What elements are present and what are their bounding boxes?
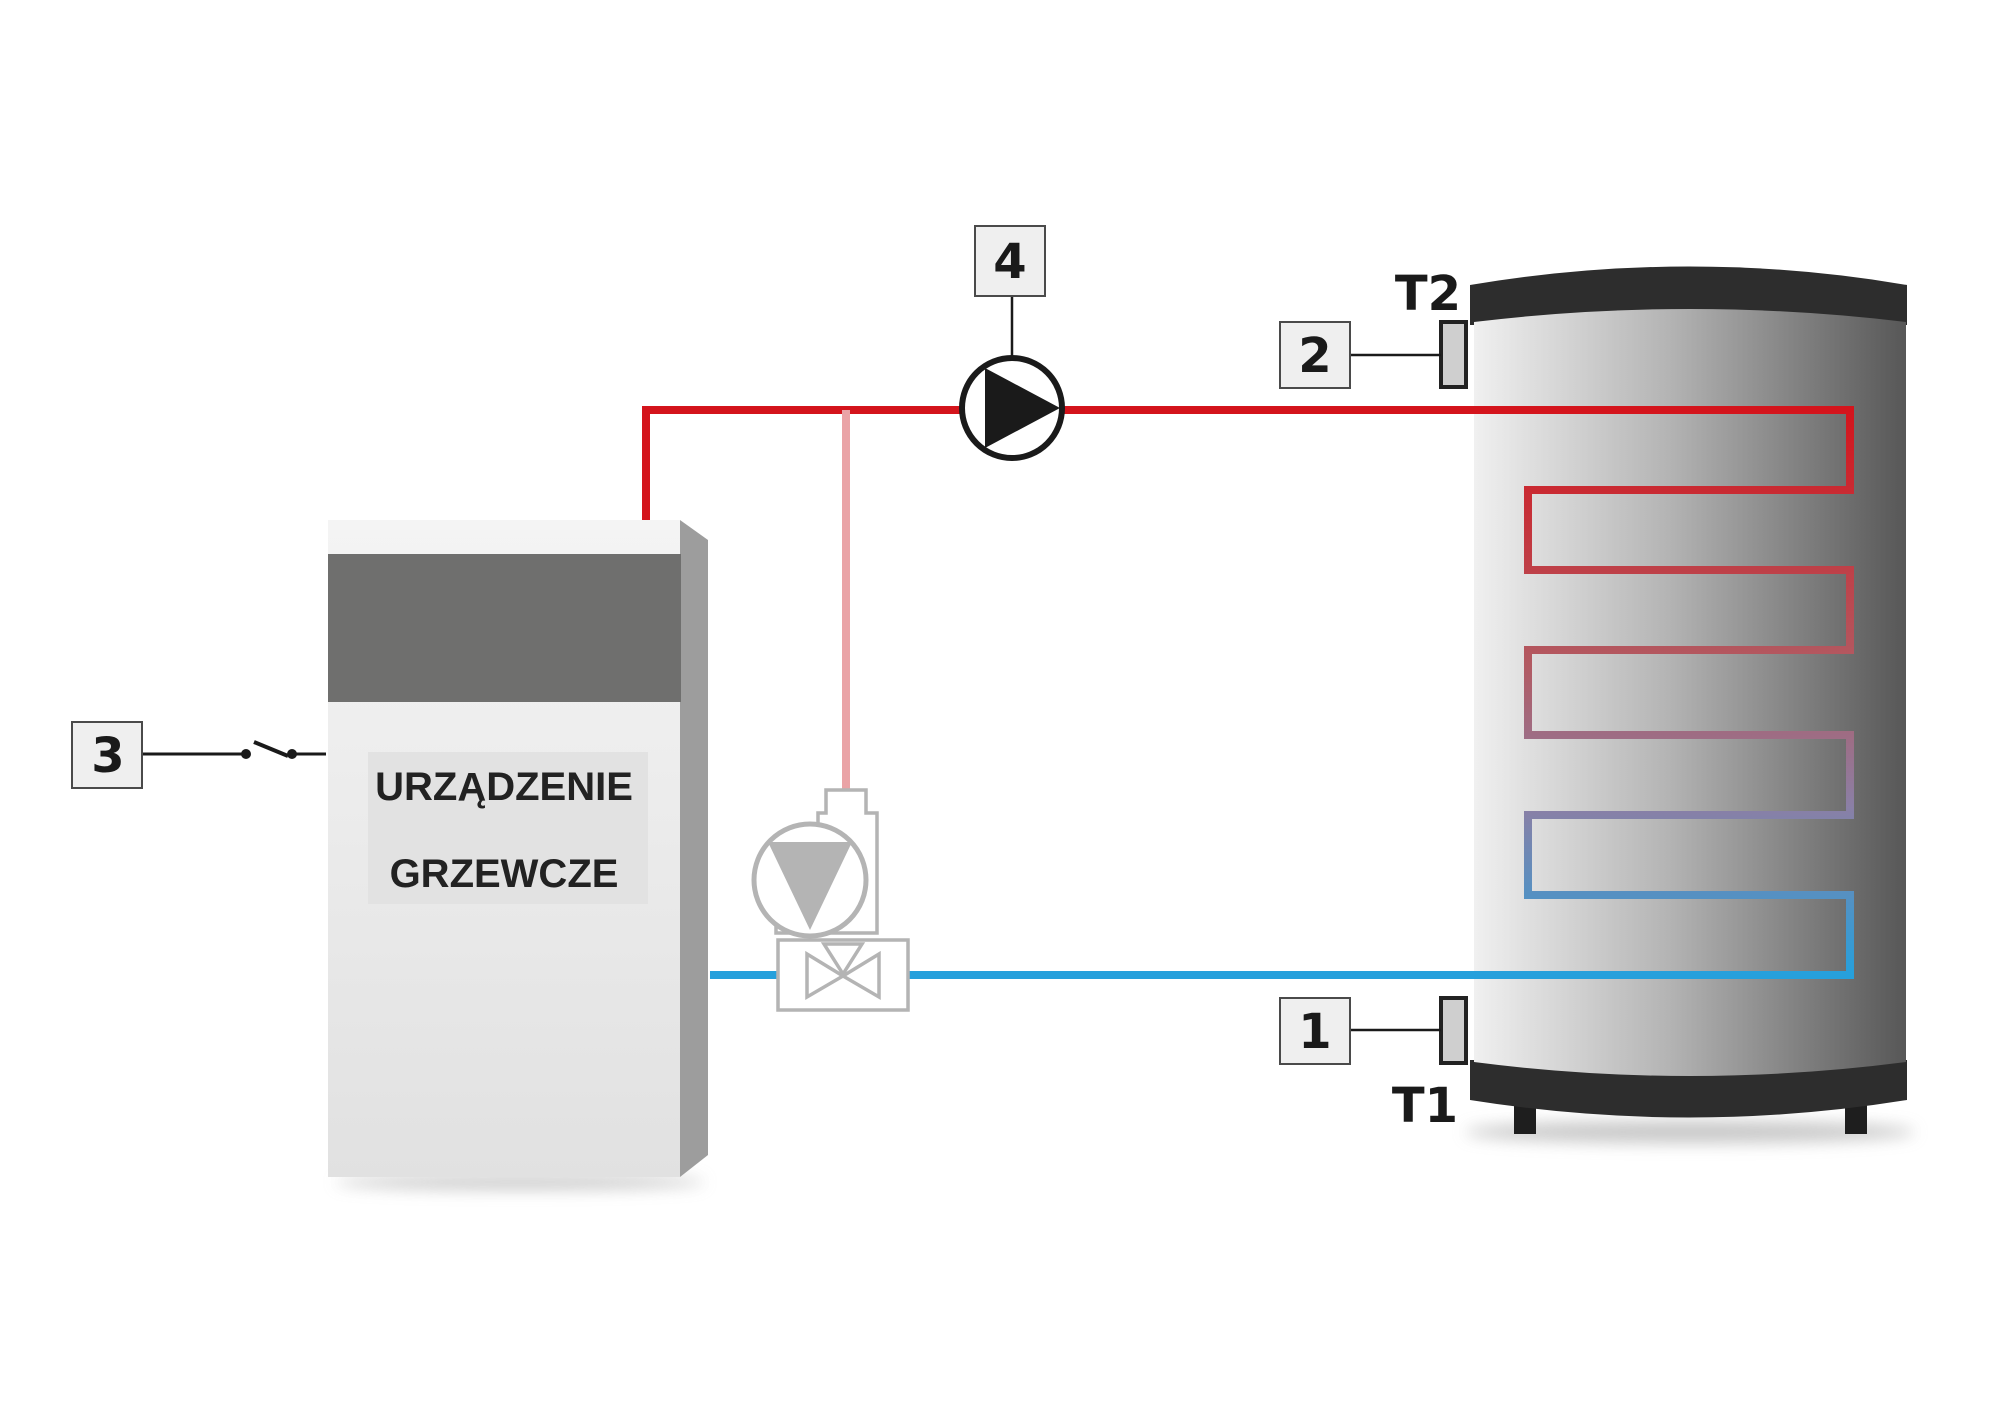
boiler-side [680, 520, 708, 1177]
heating-coil [1470, 406, 1854, 979]
pump-arrow-icon [985, 368, 1060, 448]
secondary-pump-arrow-icon [768, 842, 852, 930]
sensor-bottom-label: T1 [1392, 1078, 1458, 1134]
external-switch [142, 740, 326, 759]
valve-right-wedge-icon [839, 950, 881, 1001]
sensor-bottom-probe [1439, 996, 1468, 1065]
storage-tank [1465, 266, 1915, 1143]
callout-2: 2 [1279, 321, 1351, 389]
valve-housing [774, 788, 879, 935]
boiler-label-plate [368, 752, 648, 904]
callout-3-label: 3 [91, 728, 124, 784]
callout-1: 1 [1279, 997, 1351, 1065]
tank-top-rim [1470, 266, 1907, 325]
switch-contact-left [241, 749, 251, 759]
sensor-top: T2 [1350, 266, 1468, 389]
callout-2-label: 2 [1298, 328, 1331, 384]
heating-device: URZĄDZENIE GRZEWCZE [328, 520, 708, 1189]
sensor-top-probe [1439, 320, 1468, 389]
switch-lever [253, 740, 289, 758]
tank-foot-left [1514, 1100, 1536, 1134]
boiler-label-line2: GRZEWCZE [390, 852, 619, 896]
tank-body [1474, 309, 1906, 1076]
boiler-control-panel [328, 554, 681, 702]
callout-3: 3 [71, 721, 143, 789]
circulation-pump [959, 296, 1065, 461]
tank-bottom-rim [1470, 1060, 1907, 1118]
callout-4-label: 4 [993, 234, 1026, 290]
sensor-top-label: T2 [1395, 266, 1461, 322]
boiler-label-line1: URZĄDZENIE [375, 765, 633, 809]
valve-top-wedge-icon [820, 942, 866, 978]
tank-foot-right [1845, 1100, 1867, 1134]
valve-left-wedge-icon [805, 950, 847, 1001]
callout-1-label: 1 [1298, 1004, 1331, 1060]
callout-4: 4 [974, 225, 1046, 297]
mixing-valve-group [751, 788, 910, 1012]
sensor-bottom: T1 [1350, 996, 1468, 1134]
supply-pipe [642, 406, 1475, 520]
